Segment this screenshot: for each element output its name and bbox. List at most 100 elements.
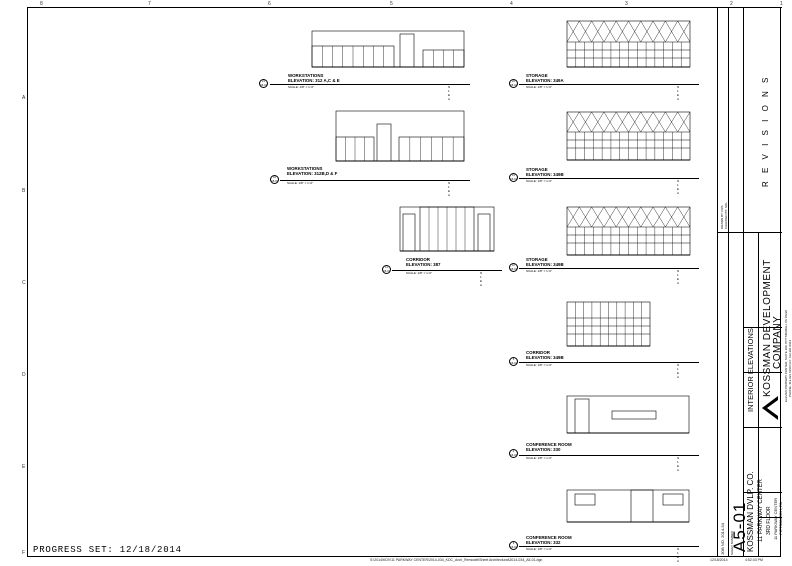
- title-block: R E V I S I O N S INTERIOR ELEVATIONS KO…: [717, 7, 792, 557]
- elevation-room: WORKSTATIONS: [287, 166, 323, 171]
- detail-bubble-number: 10: [512, 264, 515, 267]
- north-arrow-label: N 1 E A: [677, 456, 680, 472]
- grid-row-label: B: [22, 188, 26, 194]
- north-arrow-label: N 1 E A: [480, 271, 483, 287]
- north-arrow-label: N 1 E A: [448, 85, 451, 101]
- elevation-room: CORRIDOR: [526, 350, 550, 355]
- grid-row-label: E: [22, 464, 26, 470]
- title-underline: [280, 180, 470, 181]
- elevation-number: ELEVATION: 349A: [526, 78, 564, 83]
- elevation-conf2-drawing: [566, 489, 690, 523]
- elevation-ws1-drawing: [311, 30, 465, 68]
- detail-bubble-number: 15: [512, 174, 515, 177]
- north-arrow-label: N 1 E A: [677, 269, 680, 285]
- elevation-scale: SCALE: 1/8" = 1'-0": [288, 85, 315, 89]
- detail-bubble-sheet: A5-01: [510, 546, 517, 549]
- grid-column-label: 8: [40, 1, 43, 7]
- title-underline: [519, 362, 699, 363]
- north-arrow-label: N 1 E A: [677, 179, 680, 195]
- elevation-number: ELEVATION: 349B: [526, 355, 564, 360]
- company-logo: [762, 396, 778, 420]
- elevation-number: ELEVATION: 312 A,C & E: [288, 78, 340, 83]
- project-city: PITTSBURGH, PA: [778, 501, 783, 535]
- sheet-number: A5-01: [730, 501, 749, 552]
- grid-column-label: 6: [268, 1, 271, 7]
- elevation-room: WORKSTATIONS: [288, 73, 324, 78]
- job-number: JOB NO. 2014-34: [720, 523, 725, 555]
- detail-bubble-number: 5: [512, 358, 515, 361]
- title-underline: [270, 84, 470, 85]
- north-arrow-label: N 1 E A: [448, 181, 451, 197]
- sheet-border: [27, 7, 781, 557]
- north-arrow-label: N 1 E A: [677, 85, 680, 101]
- detail-bubble-sheet: A5-01: [271, 180, 278, 183]
- file-path: S:\2014\KDV\11 PARKWAY CENTER\2014-034_K…: [370, 558, 543, 562]
- progress-set-label: PROGRESS SET: 12/18/2014: [33, 545, 182, 555]
- grid-row-label: C: [22, 280, 26, 286]
- detail-bubble-number: 20: [512, 80, 515, 83]
- detail-bubble-number: 16: [273, 176, 276, 179]
- detail-bubble-number: 3: [512, 542, 515, 545]
- title-underline: [519, 178, 699, 179]
- detail-bubble-sheet: A5-01: [510, 178, 517, 181]
- grid-column-label: 3: [625, 1, 628, 7]
- elevation-scale: SCALE: 1/8" = 1'-0": [526, 269, 553, 273]
- revisions-label: R E V I S I O N S: [761, 74, 770, 187]
- detail-bubble-sheet: A5-01: [383, 270, 390, 273]
- detail-bubble-sheet: A5-01: [510, 84, 517, 87]
- grid-row-label: F: [22, 550, 26, 556]
- elevation-room: CONFERENCE ROOM: [526, 535, 572, 540]
- detail-bubble-number: 21: [262, 80, 265, 83]
- grid-row-label: A: [22, 95, 26, 101]
- elevation-scale: SCALE: 1/8" = 1'-0": [526, 179, 553, 183]
- grid-row-label: D: [22, 372, 26, 378]
- sheet-title: INTERIOR ELEVATIONS: [746, 328, 755, 412]
- elevation-room: CORRIDOR: [406, 257, 430, 262]
- elevation-scale: SCALE: 1/8" = 1'-0": [526, 456, 553, 460]
- detail-bubble-sheet: A5-01: [510, 362, 517, 365]
- title-underline: [519, 546, 699, 547]
- title-underline: [519, 84, 699, 85]
- company-phone: PHONE: 412.921.6100 FAX: 412.921.0913: [788, 339, 792, 397]
- elevation-number: ELEVATION: 349B: [526, 172, 564, 177]
- elevation-number: ELEVATION: 349B: [526, 262, 564, 267]
- detail-bubble-sheet: A5-01: [510, 268, 517, 271]
- north-arrow-label: N 1 E A: [677, 547, 680, 563]
- grid-column-label: 1: [780, 1, 783, 7]
- title-underline: [392, 270, 502, 271]
- title-underline: [519, 455, 699, 456]
- checked-by: CHECKED BY: SDL: [724, 202, 728, 229]
- elevation-room: STORAGE: [526, 257, 548, 262]
- north-arrow-label: N 1 E A: [677, 363, 680, 379]
- detail-bubble-sheet: A5-01: [510, 454, 517, 457]
- elevation-scale: SCALE: 1/8" = 1'-0": [526, 363, 553, 367]
- project-floor: 3RD FLOOR: [766, 506, 772, 535]
- title-underline: [519, 268, 699, 269]
- elevation-number: ELEVATION: 387: [406, 262, 441, 267]
- grid-column-label: 4: [510, 1, 513, 7]
- elevation-number: ELEVATION: 312B,D & F: [287, 171, 338, 176]
- plot-date: 12/18/2014: [710, 558, 728, 562]
- elevation-room: STORAGE: [526, 167, 548, 172]
- elevation-number: ELEVATION: 332: [526, 540, 561, 545]
- grid-column-label: 5: [390, 1, 393, 7]
- project-name: 11 PARKWAY CENTER: [758, 478, 764, 542]
- detail-bubble-number: 11: [385, 266, 388, 269]
